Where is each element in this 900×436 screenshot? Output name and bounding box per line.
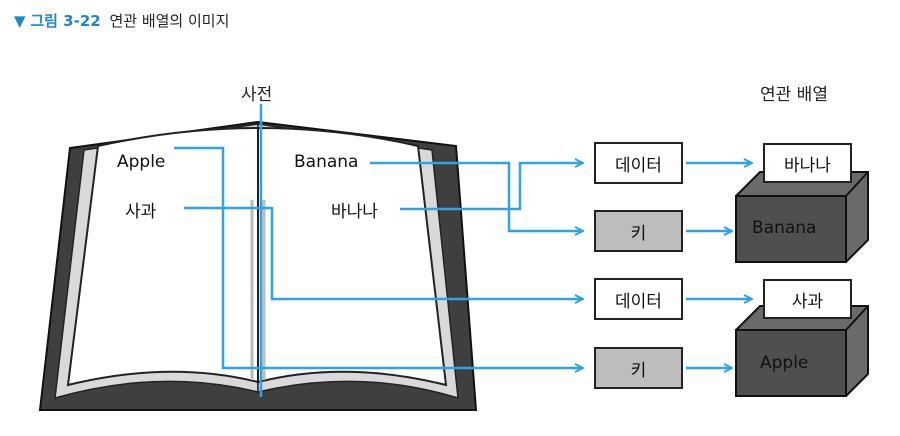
arrow-apple-ko-to-data xyxy=(184,206,583,299)
node-key-top: 키 xyxy=(594,210,683,252)
node-key-bottom: 키 xyxy=(594,347,683,389)
storage-top-key-label: Banana xyxy=(752,218,817,238)
storage-box-bottom xyxy=(735,305,869,397)
arrow-apple-to-key xyxy=(174,146,583,368)
storage-bottom-key-label: Apple xyxy=(760,353,809,373)
storage-top-value: 바나나 xyxy=(763,143,852,183)
figure-caption: ▼ 그림 3-22 연관 배열의 이미지 xyxy=(14,10,229,31)
dictionary-label: 사전 xyxy=(241,85,273,105)
caption-marker: ▼ xyxy=(14,12,26,30)
associative-array-label: 연관 배열 xyxy=(760,85,828,105)
node-data-top: 데이터 xyxy=(594,142,683,184)
book-word-apple: Apple xyxy=(117,152,166,172)
book-word-apple-ko: 사과 xyxy=(125,202,157,222)
arrow-banana-ko-to-data xyxy=(400,163,583,211)
caption-title: 연관 배열의 이미지 xyxy=(109,12,230,30)
storage-bottom-value: 사과 xyxy=(763,279,852,319)
caption-number: 그림 3-22 xyxy=(30,12,101,30)
book-word-banana-ko: 바나나 xyxy=(331,202,378,222)
book-illustration xyxy=(38,120,478,411)
book-word-banana: Banana xyxy=(294,152,359,172)
storage-box-top xyxy=(735,171,869,263)
arrow-banana-to-key xyxy=(370,161,583,231)
node-data-bottom: 데이터 xyxy=(594,278,683,320)
